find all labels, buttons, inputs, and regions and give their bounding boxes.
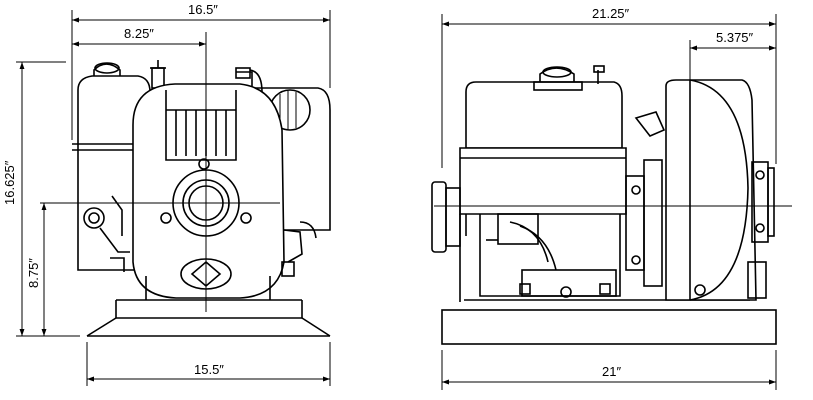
side-pump-volute [634, 79, 775, 301]
front-pump-body [132, 83, 285, 300]
side-fuel-tank [459, 65, 627, 215]
front-side-fittings [83, 195, 317, 277]
side-engine-body [459, 213, 621, 302]
front-base-plate [86, 299, 331, 337]
dim-label-side-overall-length: 21.25″ [592, 6, 630, 21]
side-view: 21.25″ 5.375″ 21″ [431, 6, 792, 390]
dim-side-base-length: 21″ [441, 350, 777, 390]
dim-side-offset: 5.375″ [689, 30, 776, 80]
side-base-plate [441, 299, 777, 345]
dim-front-center-height: 8.75″ [26, 203, 47, 336]
dim-label-front-overall-height: 16.625″ [2, 160, 17, 205]
dim-front-half-width: 8.25″ [72, 26, 206, 47]
side-pulley [431, 181, 461, 253]
side-coupling [625, 159, 663, 287]
dim-front-overall-height: 16.625″ [2, 61, 80, 337]
dim-label-front-half-width: 8.25″ [124, 26, 154, 41]
dim-label-front-overall-width: 16.5″ [188, 2, 218, 17]
dim-front-base-width: 15.5″ [86, 342, 331, 386]
dim-label-side-offset: 5.375″ [716, 30, 754, 45]
dim-label-side-base-length: 21″ [602, 364, 621, 379]
dim-label-front-base-width: 15.5″ [194, 362, 224, 377]
dim-label-front-center-height: 8.75″ [26, 258, 41, 288]
dim-side-overall-length: 21.25″ [441, 6, 777, 168]
dim-front-overall-width: 16.5″ [71, 2, 331, 140]
front-view: 16.5″ 8.25″ 16.625″ 8.75″ 15.5″ [2, 2, 331, 386]
